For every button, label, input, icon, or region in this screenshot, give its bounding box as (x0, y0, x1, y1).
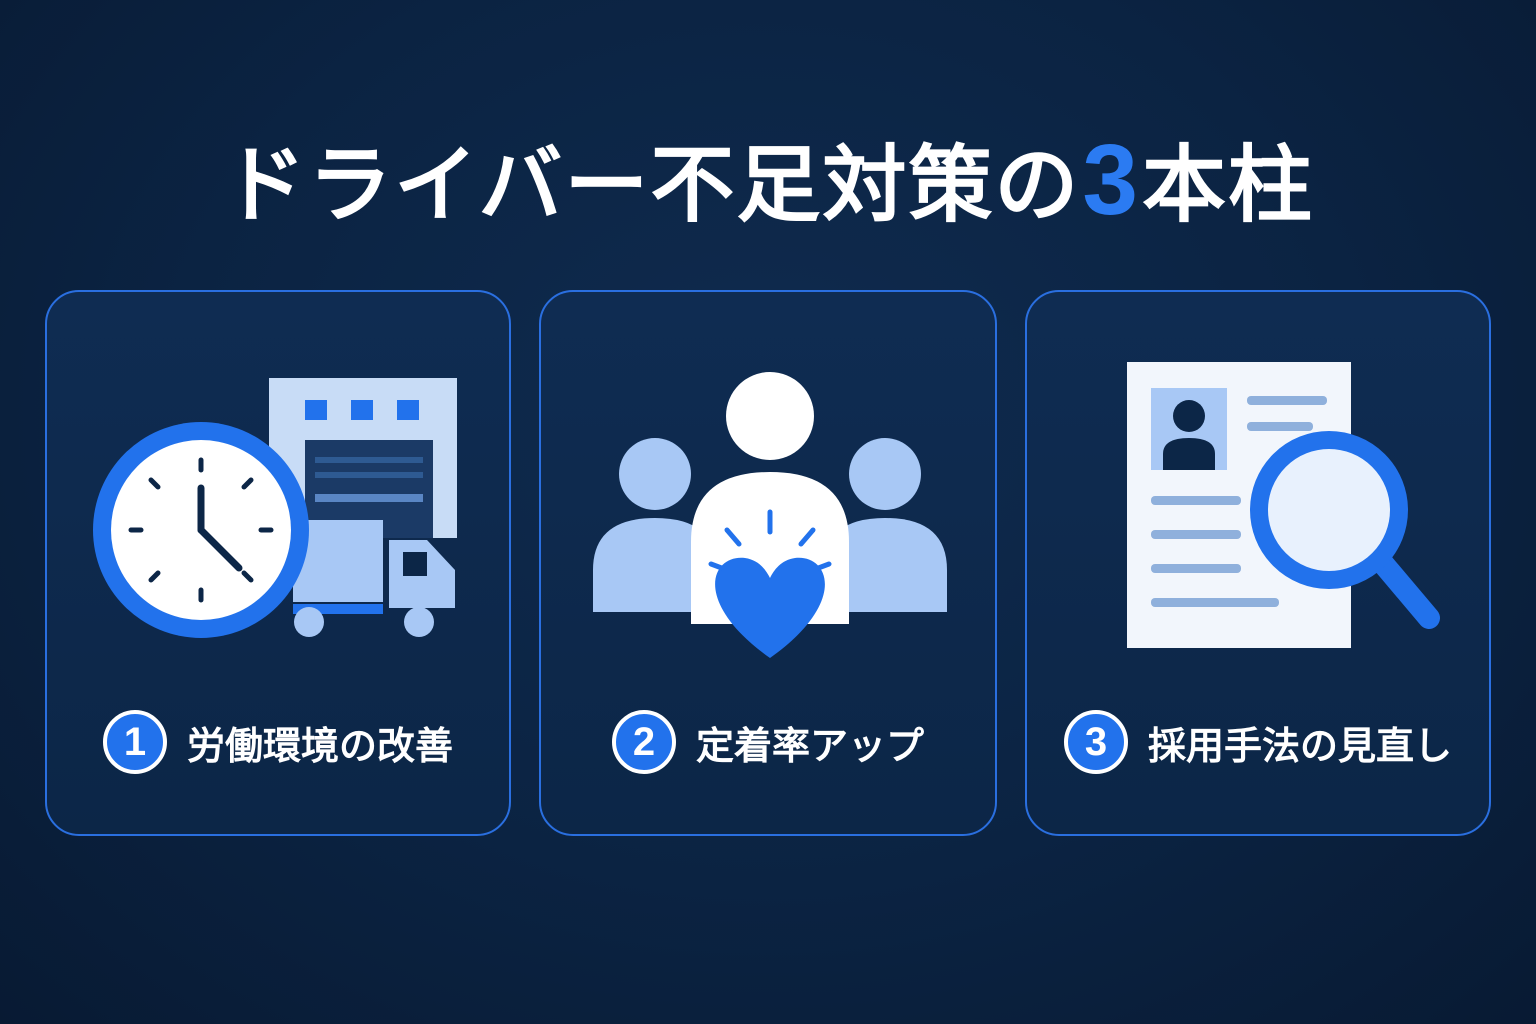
pillar-label: 採用手法の見直し (1147, 723, 1452, 768)
illustration-retention (593, 372, 947, 658)
number-badge: 3 (1063, 710, 1128, 774)
illustration-recruitment (1127, 362, 1440, 648)
pillar-card-2: 2 定着率アップ (539, 290, 997, 836)
pillar-card-3: 3 採用手法の見直し (1025, 290, 1491, 836)
pillar-label: 労働環境の改善 (186, 723, 453, 768)
illustration-work-environment (93, 378, 457, 638)
title-number: 3 (1082, 124, 1140, 236)
number-badge: 1 (102, 710, 167, 774)
truck-icon (293, 520, 455, 637)
title-prefix: ドライバー不足対策の (222, 136, 1081, 234)
number-badge: 2 (611, 710, 676, 774)
page-title: ドライバー不足対策の3本柱 (0, 118, 1536, 239)
title-suffix: 本柱 (1141, 136, 1314, 234)
pillar-label: 定着率アップ (695, 723, 924, 768)
pillar-label-row: 3 採用手法の見直し (1027, 702, 1489, 782)
pillar-label-row: 2 定着率アップ (541, 702, 995, 782)
clock-icon (93, 422, 309, 638)
pillar-card-1: 1 労働環境の改善 (45, 290, 511, 836)
heart-icon (708, 509, 832, 658)
magnifier-icon (1250, 431, 1440, 629)
pillar-label-row: 1 労働環境の改善 (47, 702, 509, 782)
